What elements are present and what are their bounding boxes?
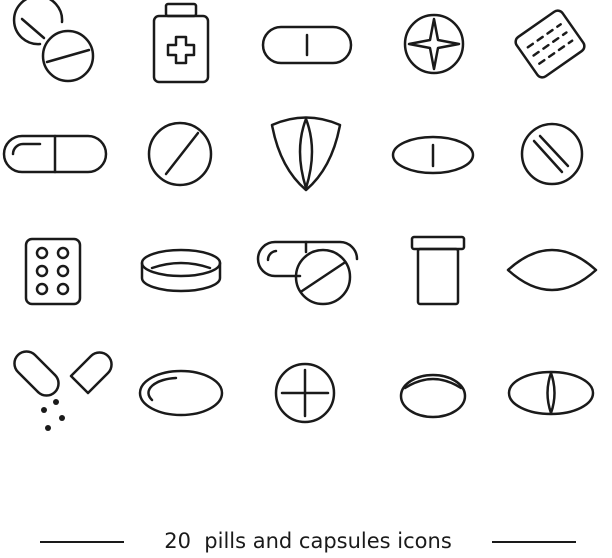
footer: 20 pills and capsules icons bbox=[0, 524, 612, 558]
shield-tablet-icon bbox=[270, 116, 342, 192]
open-capsule-powder-icon bbox=[13, 350, 113, 431]
eye-oval-tablet-icon bbox=[507, 370, 595, 416]
footer-rule-left bbox=[40, 541, 124, 543]
oval-tablet-icon bbox=[138, 369, 224, 417]
footer-caption: 20 pills and capsules icons bbox=[164, 529, 452, 553]
flat-disc-tablet-icon bbox=[140, 248, 222, 293]
capsule-and-tablet-icon bbox=[256, 240, 359, 306]
empty-pill-bottle-icon bbox=[410, 235, 466, 306]
round-cross-star-tablet-icon bbox=[403, 13, 465, 75]
oval-scored-tablet-icon bbox=[391, 135, 475, 175]
round-tablet-diagonal-icon bbox=[520, 122, 584, 186]
two-round-tablets-icon bbox=[12, 0, 95, 83]
thick-oval-tablet-icon bbox=[399, 373, 467, 419]
capsule-tablet-icon bbox=[261, 25, 353, 65]
lens-tablet-icon bbox=[506, 248, 598, 292]
blister-pack-tilted-icon bbox=[514, 9, 586, 79]
pill-bottle-cross-icon bbox=[152, 2, 210, 84]
two-tone-capsule-icon bbox=[2, 134, 108, 174]
blister-pack-icon bbox=[24, 237, 82, 306]
footer-rule-right bbox=[492, 541, 576, 543]
round-tablet-cross-score-icon bbox=[274, 362, 336, 424]
icon-grid bbox=[2, 0, 598, 431]
scored-round-tablet-icon bbox=[147, 121, 213, 187]
